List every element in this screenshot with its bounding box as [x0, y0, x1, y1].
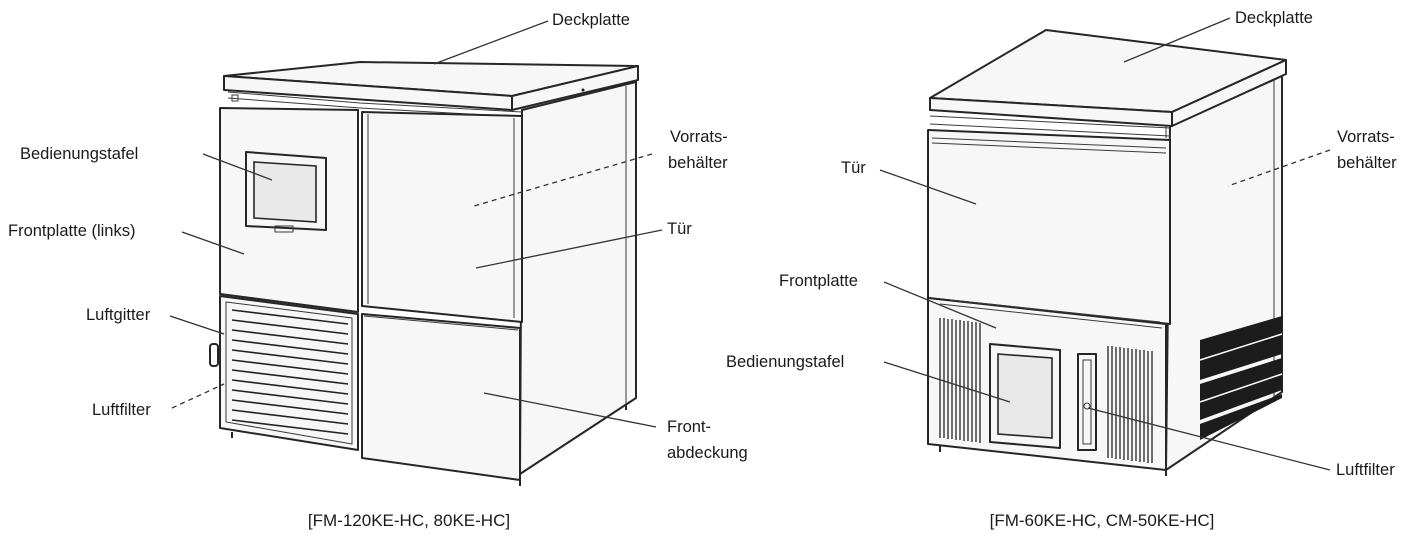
label-deckplatte-1: Deckplatte — [552, 11, 630, 29]
door-right-machine — [927, 129, 1171, 325]
label-tuer-1: Tür — [667, 220, 692, 238]
filter-handle — [209, 343, 219, 367]
label-vorrats-1b: behälter — [668, 154, 728, 172]
door-left-machine — [361, 111, 523, 323]
label-luftfilter-1: Luftfilter — [92, 401, 151, 419]
side-vent — [1199, 316, 1283, 440]
machine-large — [209, 61, 639, 486]
grille-slats — [231, 309, 349, 435]
leader-lines-left — [169, 20, 663, 428]
caption-right: [FM-60KE-HC, CM-50KE-HC] — [990, 511, 1215, 530]
label-tuer-2: Tür — [841, 159, 866, 177]
caption-left: [FM-120KE-HC, 80KE-HC] — [308, 511, 510, 530]
label-frontplatte-links: Frontplatte (links) — [8, 222, 135, 240]
front-vent-left — [939, 318, 981, 443]
leader-lines-right — [879, 17, 1331, 471]
label-front-1b: abdeckung — [667, 444, 748, 462]
front-cover — [361, 313, 521, 481]
front-vent-right — [1107, 346, 1153, 463]
machine-small — [927, 29, 1287, 476]
label-bedienungstafel-1: Bedienungstafel — [20, 145, 138, 163]
label-luftfilter-2: Luftfilter — [1336, 461, 1395, 479]
label-luftgitter: Luftgitter — [86, 306, 151, 324]
label-bedienungstafel-2: Bedienungstafel — [726, 353, 844, 371]
label-frontplatte: Frontplatte — [779, 272, 858, 290]
label-deckplatte-2: Deckplatte — [1235, 9, 1313, 27]
label-front-1a: Front- — [667, 418, 711, 436]
label-vorrats-2a: Vorrats- — [1337, 128, 1395, 146]
filter-bar — [1077, 353, 1097, 451]
label-vorrats-2b: behälter — [1337, 154, 1397, 172]
side-panel-left-machine — [519, 81, 637, 475]
label-vorrats-1a: Vorrats- — [670, 128, 728, 146]
